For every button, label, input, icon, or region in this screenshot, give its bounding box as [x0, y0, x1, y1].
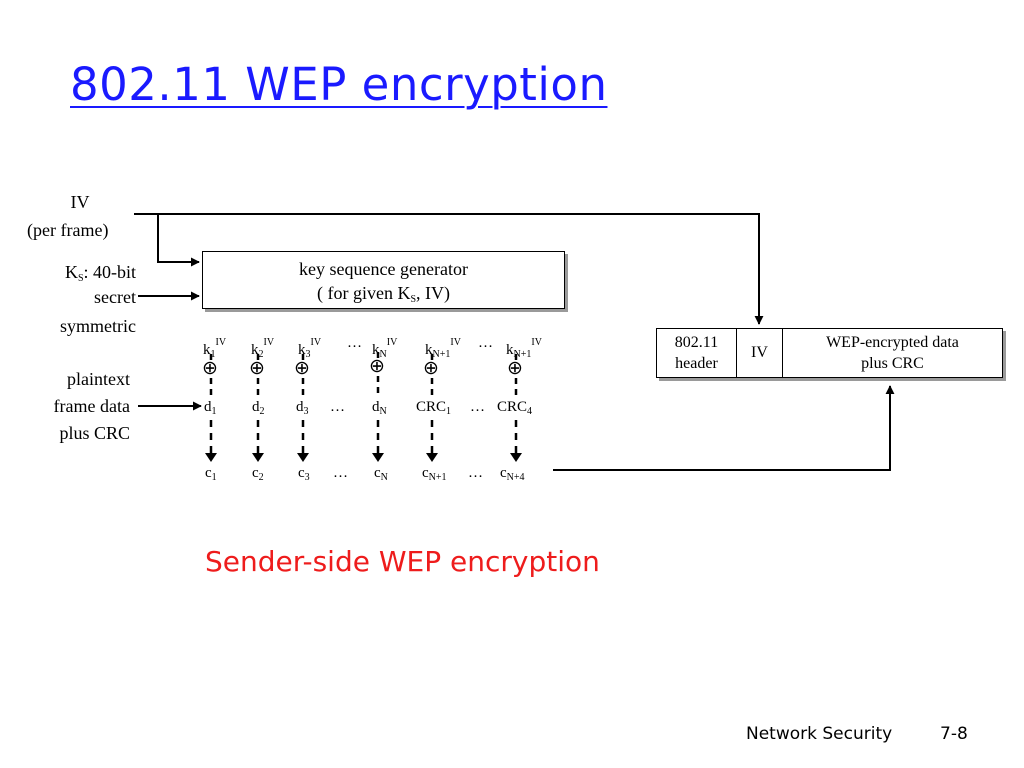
- xor-icon-3: ⊕: [294, 358, 310, 379]
- keystream-kN: kNIV: [372, 337, 398, 360]
- cipher-c3: c3: [298, 465, 310, 483]
- cipher-ellipsis-2: …: [468, 465, 483, 481]
- plus-crc-label: plus CRC: [59, 423, 130, 443]
- cipher-arrowhead-1: [205, 453, 217, 462]
- ks-label: KS: 40-bit: [64, 262, 136, 284]
- cipher-arrowhead-3: [297, 453, 309, 462]
- keystream-ellipsis-1: …: [347, 335, 362, 351]
- secret-label: secret: [94, 287, 136, 307]
- symmetric-label: symmetric: [60, 316, 136, 336]
- keygen-line-2: ( for given KS, IV): [316, 283, 451, 305]
- plaintext-d2: d2: [252, 399, 265, 417]
- frame-data-cell: WEP-encrypted data plus CRC: [826, 334, 959, 372]
- cipher-arrowhead-2: [252, 453, 264, 462]
- plaintext-d3: d3: [296, 399, 309, 417]
- plaintext-d1: d1: [204, 399, 217, 417]
- cipher-to-frame-line: [553, 385, 895, 471]
- frame-iv-cell: IV: [737, 329, 783, 377]
- wep-frame-box: 802.11 header IV WEP-encrypted data plus…: [656, 328, 1003, 378]
- keystream-ellipsis-2: …: [478, 335, 493, 351]
- plaintext-crc1: CRC1: [416, 399, 452, 417]
- keystream-k1: k1IV: [203, 337, 227, 360]
- footer-page-number: 7-8: [940, 724, 968, 744]
- cipher-c2: c2: [252, 465, 264, 483]
- cipher-arrowhead-6: [510, 453, 522, 462]
- cipher-c1: c1: [205, 465, 217, 483]
- iv-label: IV: [70, 192, 90, 212]
- frame-data-label: frame data: [53, 396, 130, 416]
- cipher-ellipsis-1: …: [333, 465, 348, 481]
- plaintext-crc4: CRC4: [497, 399, 533, 417]
- keygen-line-1: key sequence generator: [299, 259, 468, 279]
- keystream-k3: k3IV: [298, 337, 322, 360]
- plaintext-ellipsis-1: …: [330, 399, 345, 415]
- keystream-kN1-last: kN+1IV: [506, 337, 542, 360]
- footer-section-title: Network Security: [746, 724, 893, 744]
- xor-icon-5: ⊕: [423, 358, 439, 379]
- iv-to-frame-line: [134, 213, 764, 325]
- xor-icon-4: ⊕: [369, 356, 385, 377]
- plaintext-label: plaintext: [67, 369, 130, 389]
- slide-title: 802.11 WEP encryption: [70, 58, 608, 111]
- cipher-arrowhead-4: [372, 453, 384, 462]
- xor-icon-2: ⊕: [249, 358, 265, 379]
- frame-header-cell: 802.11 header: [657, 329, 737, 377]
- iv-to-keygen-line: [157, 214, 200, 267]
- xor-icon-1: ⊕: [202, 358, 218, 379]
- cipher-cN: cN: [374, 465, 388, 483]
- diagram-caption: Sender-side WEP encryption: [205, 545, 600, 578]
- plaintext-ellipsis-2: …: [470, 399, 485, 415]
- keystream-kN1: kN+1IV: [425, 337, 461, 360]
- xor-icon-6: ⊕: [507, 358, 523, 379]
- cipher-cN4: cN+4: [500, 465, 525, 483]
- keystream-k2: k2IV: [251, 337, 275, 360]
- cipher-arrowhead-5: [426, 453, 438, 462]
- per-frame-label: (per frame): [27, 220, 109, 240]
- cipher-cN1: cN+1: [422, 465, 447, 483]
- key-sequence-generator-box: key sequence generator ( for given KS, I…: [202, 251, 565, 309]
- plaintext-dN: dN: [372, 399, 387, 417]
